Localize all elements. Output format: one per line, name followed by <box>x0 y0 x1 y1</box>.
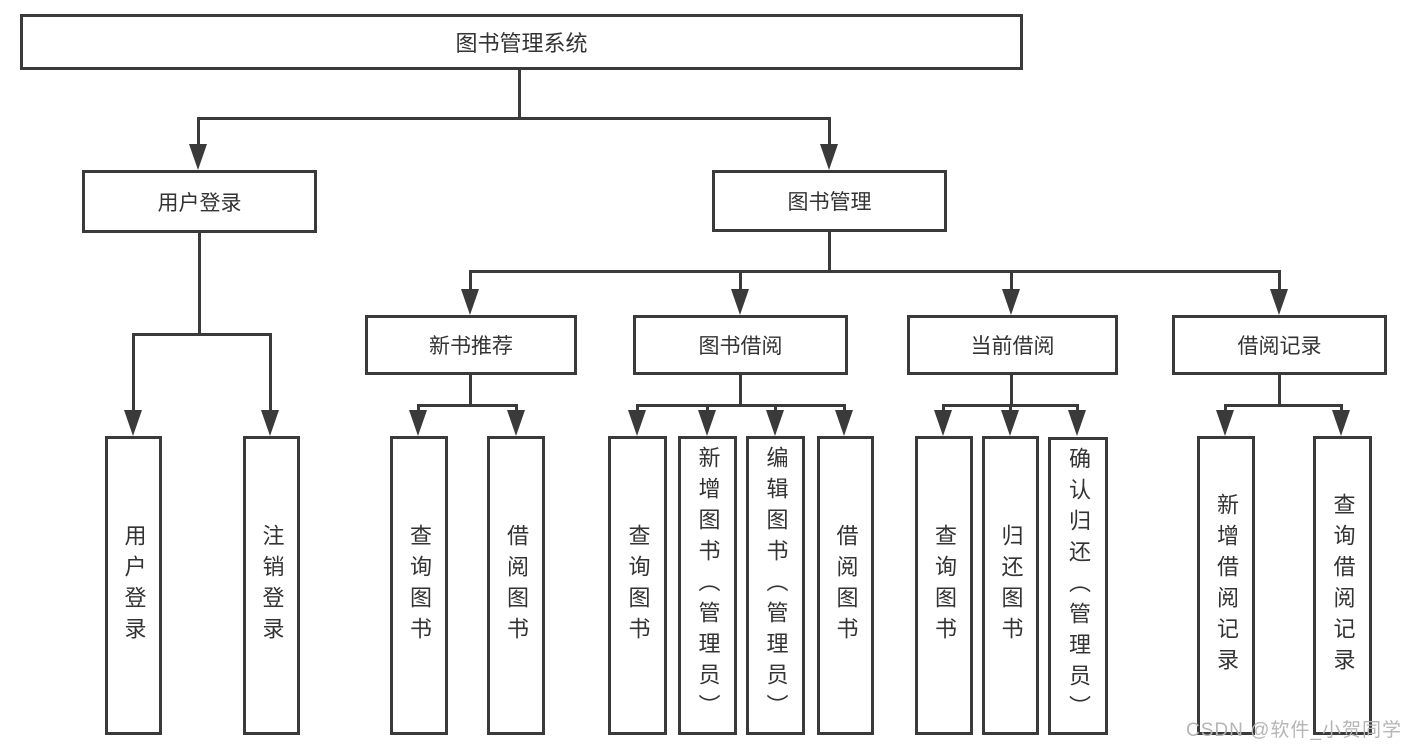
connector-line <box>1278 375 1281 407</box>
connector-line <box>518 70 521 118</box>
leaf-return-books: 归还图书 <box>982 436 1039 735</box>
leaf-query-borrow-record: 查询借阅记录 <box>1313 436 1372 735</box>
leaf-query-books-recommend: 查询图书 <box>390 436 448 735</box>
connector-line <box>942 404 945 413</box>
node-book-management-label: 图书管理 <box>787 191 872 214</box>
connector-arrowhead-icon <box>731 289 749 315</box>
connector-line <box>1010 270 1013 292</box>
connector-line <box>417 404 518 407</box>
connector-arrowhead-icon <box>1270 289 1288 315</box>
leaf-edit-books-admin: 编辑图书（管理员） <box>746 436 805 735</box>
connector-line <box>843 404 846 413</box>
leaf-user-login-label: 用户登录 <box>121 523 147 648</box>
connector-line <box>469 375 472 407</box>
connector-line <box>1224 404 1227 413</box>
connector-line <box>739 375 742 407</box>
node-user-login-label: 用户登录 <box>157 191 242 215</box>
leaf-confirm-return-admin-label: 确认归还（管理员） <box>1066 446 1091 726</box>
node-user-login: 用户登录 <box>82 170 317 233</box>
connector-line <box>515 404 518 413</box>
node-system-label: 图书管理系统 <box>455 31 588 56</box>
connector-arrowhead-icon <box>835 410 853 436</box>
leaf-logout-label: 注销登录 <box>259 523 285 648</box>
connector-line <box>469 270 1281 273</box>
connector-arrowhead-icon <box>409 410 427 436</box>
leaf-query-books-borrowing-label: 查询图书 <box>625 523 651 648</box>
node-book-borrowing-label: 图书借阅 <box>698 335 783 358</box>
leaf-user-login: 用户登录 <box>105 436 162 735</box>
connector-line <box>828 232 831 273</box>
connector-arrowhead-icon <box>124 410 142 436</box>
connector-line <box>1076 404 1079 413</box>
connector-line <box>469 270 472 292</box>
leaf-borrow-books-recommend-label: 借阅图书 <box>504 523 529 648</box>
node-book-management: 图书管理 <box>712 170 947 232</box>
connector-arrowhead-icon <box>820 144 838 170</box>
leaf-return-books-label: 归还图书 <box>998 523 1024 648</box>
leaf-query-books-current-label: 查询图书 <box>932 523 957 648</box>
connector-line <box>197 117 831 120</box>
leaf-logout: 注销登录 <box>243 436 300 735</box>
connector-line <box>828 117 831 147</box>
connector-line <box>739 270 742 292</box>
leaf-borrow-books-borrowing-label: 借阅图书 <box>833 523 859 648</box>
leaf-query-borrow-record-label: 查询借阅记录 <box>1330 492 1356 679</box>
node-book-borrowing: 图书借阅 <box>633 315 848 375</box>
connector-line <box>132 333 135 413</box>
connector-line <box>774 404 777 413</box>
connector-line <box>1224 404 1342 407</box>
connector-arrowhead-icon <box>1216 410 1234 436</box>
leaf-query-books-current: 查询图书 <box>915 436 973 735</box>
node-current-borrowing-label: 当前借阅 <box>970 335 1055 358</box>
leaf-add-books-admin-label: 新增图书（管理员） <box>695 446 721 725</box>
node-new-book-recommend: 新书推荐 <box>365 315 577 375</box>
connector-arrowhead-icon <box>1001 410 1019 436</box>
node-borrowing-records: 借阅记录 <box>1172 315 1387 375</box>
connector-arrowhead-icon <box>507 410 525 436</box>
watermark: CSDN @软件_小贺同学 <box>1186 720 1402 741</box>
connector-arrowhead-icon <box>934 410 952 436</box>
connector-arrowhead-icon <box>1002 289 1020 315</box>
connector-arrowhead-icon <box>628 410 646 436</box>
leaf-add-borrow-record-label: 新增借阅记录 <box>1214 492 1239 679</box>
leaf-borrow-books-recommend: 借阅图书 <box>487 436 545 735</box>
node-current-borrowing: 当前借阅 <box>907 315 1118 375</box>
connector-line <box>417 404 420 413</box>
leaf-add-borrow-record: 新增借阅记录 <box>1197 436 1255 735</box>
connector-line <box>1010 375 1013 407</box>
connector-arrowhead-icon <box>1068 410 1086 436</box>
node-system: 图书管理系统 <box>20 14 1023 70</box>
node-borrowing-records-label: 借阅记录 <box>1237 335 1322 358</box>
connector-line <box>1009 404 1012 413</box>
connector-line <box>706 404 709 413</box>
connector-arrowhead-icon <box>261 410 279 436</box>
leaf-borrow-books-borrowing: 借阅图书 <box>817 436 874 735</box>
connector-line <box>1278 270 1281 292</box>
connector-arrowhead-icon <box>698 410 716 436</box>
node-new-book-recommend-label: 新书推荐 <box>429 335 513 358</box>
connector-arrowhead-icon <box>189 144 207 170</box>
leaf-add-books-admin: 新增图书（管理员） <box>678 436 737 735</box>
leaf-confirm-return-admin: 确认归还（管理员） <box>1048 437 1108 735</box>
connector-arrowhead-icon <box>461 289 479 315</box>
connector-line <box>636 404 639 413</box>
connector-line <box>197 117 200 147</box>
connector-arrowhead-icon <box>1332 410 1350 436</box>
connector-line <box>269 333 272 413</box>
connector-line <box>198 233 201 336</box>
connector-arrowhead-icon <box>766 410 784 436</box>
connector-line <box>132 333 272 336</box>
leaf-query-books-recommend-label: 查询图书 <box>407 523 432 648</box>
connector-line <box>636 404 846 407</box>
leaf-edit-books-admin-label: 编辑图书（管理员） <box>763 446 789 725</box>
leaf-query-books-borrowing: 查询图书 <box>608 436 667 735</box>
connector-line <box>1340 404 1343 413</box>
